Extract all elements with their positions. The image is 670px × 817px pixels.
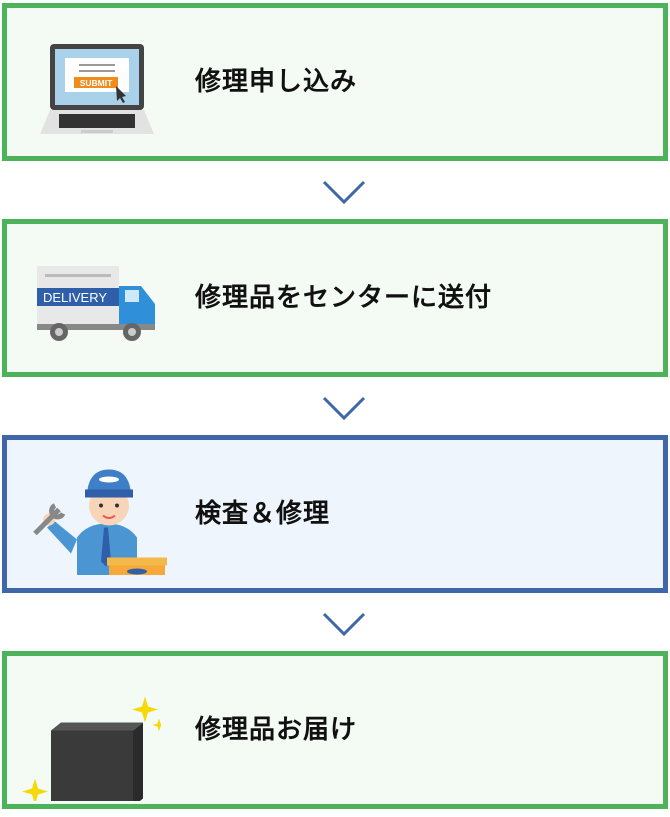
step-label: 検査＆修理 <box>195 499 331 529</box>
svg-text:DELIVERY: DELIVERY <box>43 290 107 305</box>
chevron-down-icon <box>322 612 366 636</box>
chevron-down-icon <box>322 396 366 420</box>
delivery-truck-icon: DELIVERY <box>37 266 155 341</box>
step-return-delivery: 修理品お届け <box>2 651 668 809</box>
step-repair-request: SUBMIT 修理申し込み <box>2 3 668 161</box>
step-inspection-repair: 検査＆修理 <box>2 435 668 593</box>
step-label: 修理申し込み <box>195 67 358 97</box>
laptop-submit-icon: SUBMIT <box>40 44 154 134</box>
repair-technician-icon <box>33 469 167 575</box>
step-label: 修理品をセンターに送付 <box>195 283 493 313</box>
svg-text:SUBMIT: SUBMIT <box>80 78 113 88</box>
hard-drive-sparkle-icon <box>22 696 161 801</box>
step-label: 修理品お届け <box>195 715 358 745</box>
chevron-down-icon <box>322 180 366 204</box>
step-send-to-center: DELIVERY 修理品をセンターに送付 <box>2 219 668 377</box>
